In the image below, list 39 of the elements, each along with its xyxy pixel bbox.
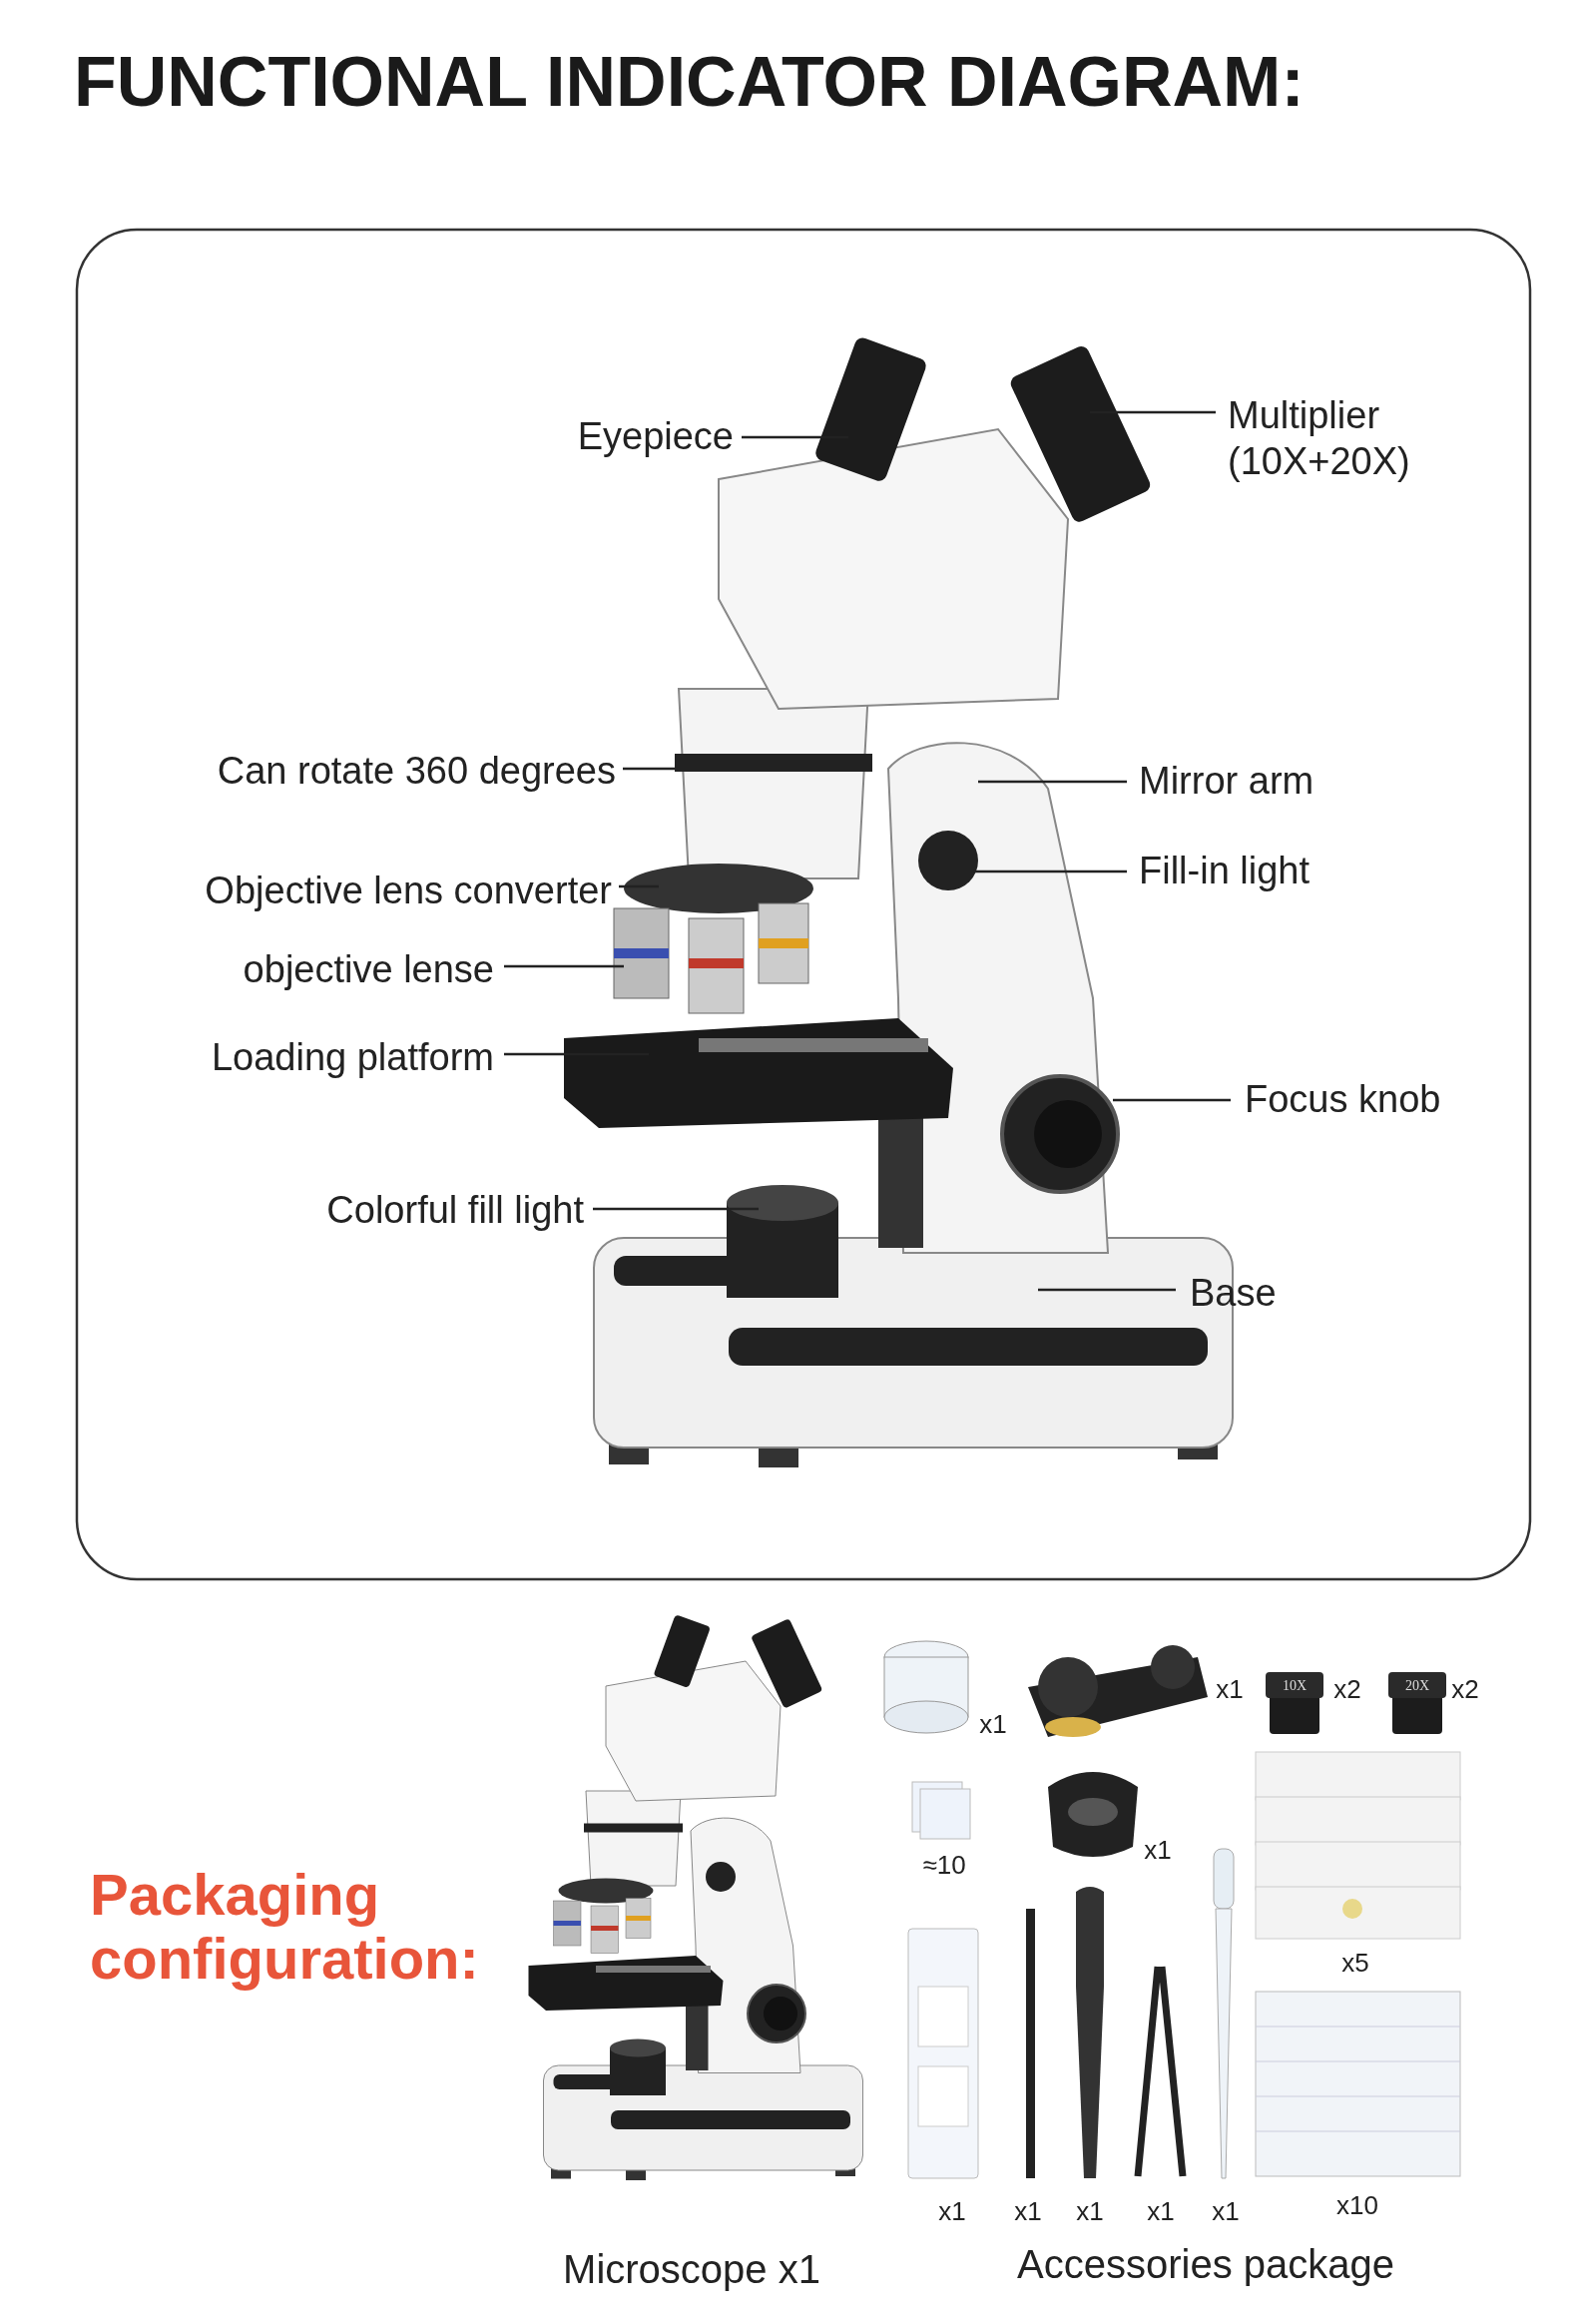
- callout-label: Multiplier (10X+20X): [1228, 393, 1467, 485]
- leader-line: [742, 435, 848, 439]
- callout-label: Mirror arm: [1139, 759, 1314, 805]
- leader-line: [504, 1052, 649, 1056]
- leader-line: [1113, 1098, 1231, 1102]
- count-label: x1: [938, 2196, 966, 2228]
- page-title: FUNCTIONAL INDICATOR DIAGRAM:: [74, 42, 1305, 123]
- caption: Accessories package: [1017, 2241, 1394, 2288]
- count-label: x2: [1451, 1674, 1479, 1706]
- callout-label: Can rotate 360 degrees: [217, 749, 616, 795]
- caption: Microscope x1: [563, 2246, 820, 2293]
- count-label: x1: [1014, 2196, 1042, 2228]
- callout-label: Objective lens converter: [205, 869, 612, 914]
- count-label: ≈10: [922, 1850, 966, 1882]
- eyepiece-marking: 20X: [1404, 1677, 1430, 1695]
- eyepiece-marking: 10X: [1282, 1677, 1308, 1695]
- leader-line: [593, 1207, 759, 1211]
- callout-label: Eyepiece: [577, 414, 734, 460]
- section-heading: Packaging configuration:: [90, 1863, 480, 1991]
- callout-label: objective lense: [243, 947, 494, 993]
- count-label: x5: [1341, 1948, 1369, 1980]
- callout-label: Colorful fill light: [326, 1188, 584, 1234]
- count-label: x1: [1212, 2196, 1240, 2228]
- count-label: x2: [1333, 1674, 1361, 1706]
- count-label: x1: [1147, 2196, 1175, 2228]
- count-label: x1: [1216, 1674, 1244, 1706]
- count-label: x1: [1144, 1835, 1172, 1867]
- leader-line: [1038, 1288, 1176, 1292]
- callout-label: Loading platform: [211, 1035, 494, 1081]
- callout-label: Focus knob: [1245, 1077, 1441, 1123]
- leader-line: [978, 780, 1127, 784]
- callout-label: Base: [1190, 1271, 1277, 1317]
- leader-line: [973, 870, 1127, 873]
- count-label: x1: [979, 1709, 1007, 1741]
- callout-label: Fill-in light: [1139, 849, 1311, 894]
- count-label: x1: [1076, 2196, 1104, 2228]
- leader-line: [1090, 410, 1216, 414]
- leader-line: [504, 964, 624, 968]
- count-label: x10: [1336, 2190, 1378, 2222]
